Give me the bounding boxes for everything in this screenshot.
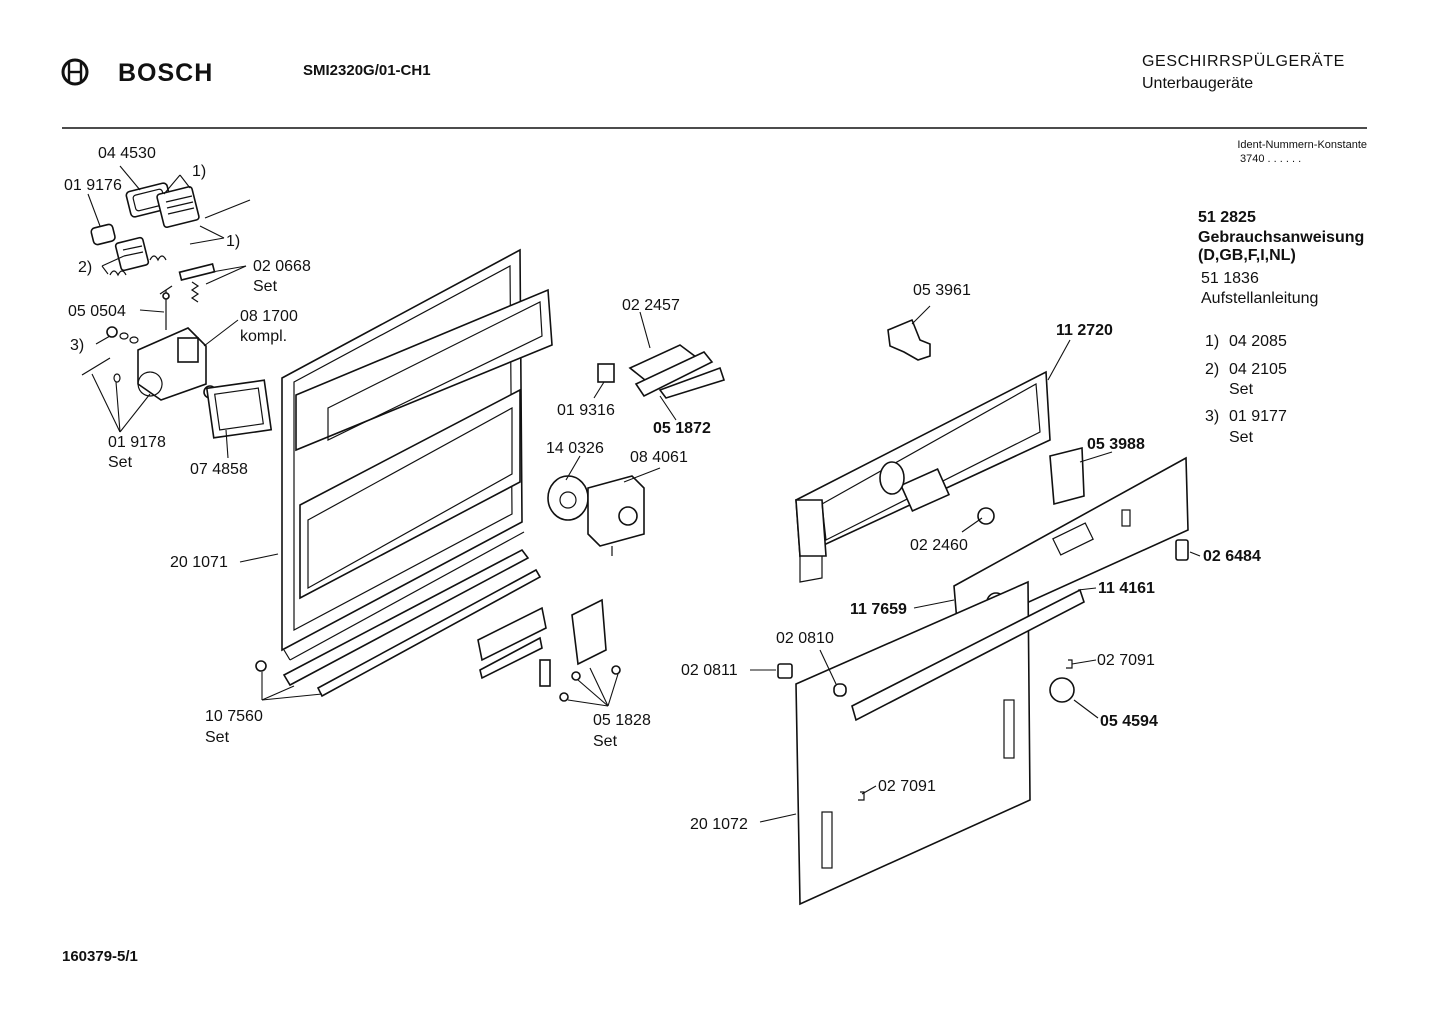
model-number: SMI2320G/01-CH1 xyxy=(303,62,431,79)
part-label-019178: 01 9178 xyxy=(108,434,166,451)
part-label-019316: 01 9316 xyxy=(557,402,615,419)
doc-label-install: Aufstellanleitung xyxy=(1201,290,1318,307)
part-note-081700: kompl. xyxy=(240,328,287,345)
part-label-051828: 05 1828 xyxy=(593,712,651,729)
part-label-114161: 11 4161 xyxy=(1098,580,1155,597)
part-label-053961: 05 3961 xyxy=(913,282,971,299)
ident-value: 3740 . . . . . . xyxy=(1240,153,1301,165)
hinge-brackets xyxy=(477,598,621,702)
part-label-020668: 02 0668 xyxy=(253,258,311,275)
product-category: GESCHIRRSPÜLGERÄTE xyxy=(1142,52,1345,70)
footnote-ref-2: 2) xyxy=(78,259,92,276)
part-label-050504: 05 0504 xyxy=(68,303,126,320)
bottom-rails xyxy=(255,548,542,698)
doc-languages: (D,GB,F,I,NL) xyxy=(1198,247,1296,264)
footnote-number-1: 04 2085 xyxy=(1229,333,1287,350)
footnote-ref-3: 3) xyxy=(70,337,84,354)
part-label-117659: 11 7659 xyxy=(850,601,907,618)
part-label-044530: 04 4530 xyxy=(98,145,156,162)
part-label-201072: 20 1072 xyxy=(690,816,748,833)
part-label-026484: 02 6484 xyxy=(1203,548,1261,565)
part-label-020811: 02 0811 xyxy=(681,662,738,679)
footnote-note-3: Set xyxy=(1229,429,1254,446)
part-label-081700: 08 1700 xyxy=(240,308,298,325)
part-label-051872: 05 1872 xyxy=(653,420,711,437)
doc-label-manual: Gebrauchsanweisung xyxy=(1198,229,1364,246)
part-label-201071: 20 1071 xyxy=(170,554,228,571)
footnote-number-3: 01 9177 xyxy=(1229,408,1287,425)
footnote-number-2: 04 2105 xyxy=(1229,361,1287,378)
doc-number-manual: 51 2825 xyxy=(1198,209,1256,226)
part-label-027091-door: 02 7091 xyxy=(878,778,936,795)
handle-cover-group xyxy=(81,182,273,439)
part-note-019178: Set xyxy=(108,454,133,471)
part-label-022457: 02 2457 xyxy=(622,297,680,314)
footnote-note-2: Set xyxy=(1229,381,1254,398)
part-label-112720: 11 2720 xyxy=(1056,322,1113,339)
product-subcategory: Unterbaugeräte xyxy=(1142,75,1253,92)
outer-door-panel xyxy=(777,580,1085,906)
part-label-084061: 08 4061 xyxy=(630,449,688,466)
footnote-ref-1b: 1) xyxy=(226,233,240,250)
part-label-027091-knob: 02 7091 xyxy=(1097,652,1155,669)
part-label-019176: 01 9176 xyxy=(64,177,122,194)
doc-number-install: 51 1836 xyxy=(1201,270,1259,287)
inner-door-frame xyxy=(281,248,553,661)
programme-switch-group xyxy=(547,344,726,556)
part-label-107560: 10 7560 xyxy=(205,708,263,725)
control-panel-housing xyxy=(795,318,1051,583)
part-label-020810: 02 0810 xyxy=(776,630,834,647)
part-label-022460: 02 2460 xyxy=(910,537,968,554)
footnote-ref-1a: 1) xyxy=(192,163,206,180)
part-label-074858: 07 4858 xyxy=(190,461,248,478)
part-label-054594: 05 4594 xyxy=(1100,713,1158,730)
brand-name: BOSCH xyxy=(118,59,213,87)
footnote-marker-3: 3) xyxy=(1205,408,1219,425)
leader-lines xyxy=(87,165,1201,823)
document-id: 160379-5/1 xyxy=(62,948,138,965)
ident-title: Ident-Nummern-Konstante xyxy=(1237,139,1367,151)
part-note-107560: Set xyxy=(205,729,230,746)
footnote-marker-2: 2) xyxy=(1205,361,1219,378)
part-note-020668: Set xyxy=(253,278,278,295)
footnote-marker-1: 1) xyxy=(1205,333,1219,350)
part-note-051828: Set xyxy=(593,733,618,750)
part-label-140326: 14 0326 xyxy=(546,440,604,457)
part-label-053988: 05 3988 xyxy=(1087,436,1145,453)
bosch-logo-icon xyxy=(61,58,89,86)
